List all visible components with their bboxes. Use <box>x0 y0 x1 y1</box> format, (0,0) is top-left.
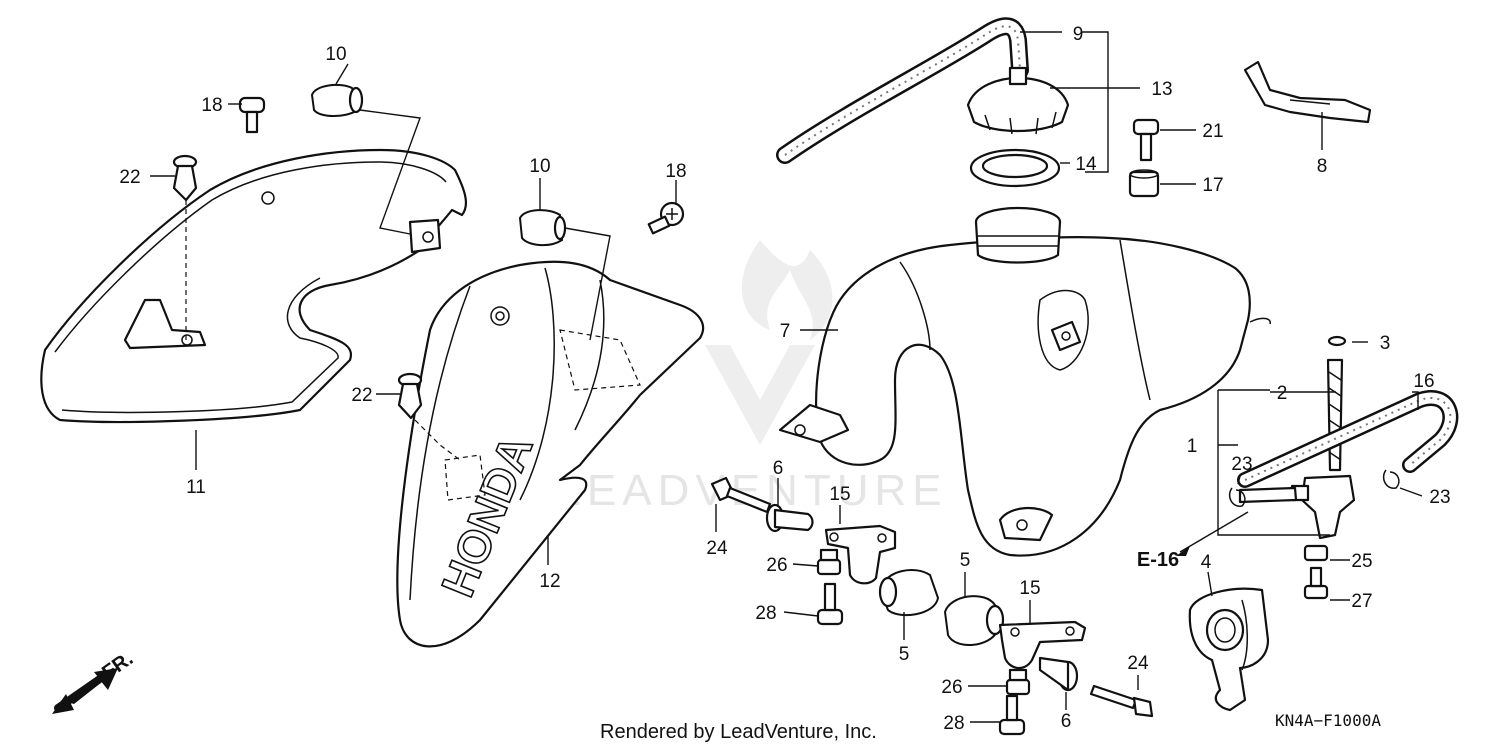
callout-labels: 9 13 14 21 17 8 10 18 22 11 10 18 22 12 … <box>119 24 1450 734</box>
callout-5-left: 5 <box>899 644 910 665</box>
part-8-band[interactable] <box>1243 60 1372 124</box>
part-6-collar-lower[interactable] <box>1038 656 1079 692</box>
callout-12: 12 <box>539 571 560 592</box>
part-24-bolt-upper[interactable] <box>710 476 772 514</box>
part-5-cushion-right[interactable] <box>943 595 1005 647</box>
callout-18-upper: 18 <box>201 95 222 116</box>
callout-23-right: 23 <box>1429 487 1450 508</box>
callout-28-upper: 28 <box>755 603 776 624</box>
callout-15-upper: 15 <box>829 484 850 505</box>
callout-6-lower: 6 <box>1061 711 1072 732</box>
callout-5-right: 5 <box>960 550 971 571</box>
mount-guide-lines <box>185 31 1330 556</box>
part-28-bolt-upper[interactable] <box>816 582 844 626</box>
part-27-bolt[interactable] <box>1303 566 1329 600</box>
callout-22-upper: 22 <box>119 167 140 188</box>
callout-6-upper: 6 <box>773 458 784 479</box>
reference-e16: E-16 <box>1137 549 1179 571</box>
part-5-cushion-left[interactable] <box>878 569 940 617</box>
callout-15-lower: 15 <box>1019 578 1040 599</box>
watermark-text: LEADVENTURE <box>556 466 947 515</box>
diagram-code: KN4A−F1000A <box>1275 711 1381 730</box>
callout-23-left: 23 <box>1231 454 1252 475</box>
callout-24-lower: 24 <box>1127 653 1149 674</box>
callout-9: 9 <box>1073 24 1084 45</box>
callout-14: 14 <box>1075 154 1097 175</box>
callout-17: 17 <box>1202 175 1223 196</box>
part-12-shroud[interactable]: HONDA <box>396 260 705 648</box>
callout-28-lower: 28 <box>943 713 964 734</box>
callout-18-lower: 18 <box>665 161 686 182</box>
callout-7: 7 <box>780 321 791 342</box>
callout-1: 1 <box>1187 436 1198 457</box>
front-direction-arrow: FR. <box>52 648 137 714</box>
callout-26-upper: 26 <box>766 555 787 576</box>
part-2-strainer[interactable] <box>1326 358 1344 472</box>
callout-26-lower: 26 <box>941 677 962 698</box>
callout-2: 2 <box>1277 383 1288 404</box>
part-1-fuel-valve[interactable] <box>1238 474 1356 540</box>
callout-25: 25 <box>1351 551 1372 572</box>
part-9-breather-tube[interactable] <box>776 17 1029 164</box>
watermark: LEADVENTURE <box>556 240 947 515</box>
part-23-clip-right[interactable] <box>1382 469 1400 489</box>
part-26-nut-lower[interactable] <box>1005 668 1031 696</box>
part-3-o-ring[interactable] <box>1327 335 1347 347</box>
part-26-nut-upper[interactable] <box>816 548 842 576</box>
part-23-clip-left[interactable] <box>1228 487 1246 507</box>
leader-lines <box>150 31 1423 723</box>
part-6-collar-upper[interactable] <box>765 503 814 533</box>
part-22-clip-lower[interactable] <box>397 372 423 420</box>
part-10-grommet-lower[interactable] <box>518 209 567 246</box>
part-10-grommet-upper[interactable] <box>310 83 364 117</box>
part-24-bolt-lower[interactable] <box>1089 684 1154 718</box>
callout-22-lower: 22 <box>351 385 372 406</box>
callout-21: 21 <box>1202 121 1223 142</box>
callout-8: 8 <box>1317 156 1328 177</box>
callout-16: 16 <box>1413 371 1434 392</box>
callout-24-upper: 24 <box>706 538 728 559</box>
callout-10-upper: 10 <box>325 44 346 65</box>
callout-11: 11 <box>186 477 206 498</box>
part-28-bolt-lower[interactable] <box>998 694 1026 736</box>
part-15-bracket-right[interactable] <box>998 620 1087 670</box>
part-22-clip-upper[interactable] <box>172 154 198 202</box>
callout-13: 13 <box>1151 79 1172 100</box>
part-15-bracket-left[interactable] <box>824 524 897 585</box>
part-11-side-cover[interactable] <box>40 148 468 424</box>
callout-4: 4 <box>1201 552 1212 573</box>
part-17-collar[interactable] <box>1128 169 1160 198</box>
part-14-gasket[interactable] <box>969 148 1061 188</box>
part-13-fuel-cap[interactable] <box>966 66 1070 135</box>
part-16-fuel-hose[interactable] <box>1237 390 1459 488</box>
part-18-screw-lower[interactable] <box>647 201 685 235</box>
part-4-valve-cover[interactable] <box>1188 587 1270 712</box>
credit-text: Rendered by LeadVenture, Inc. <box>600 721 877 743</box>
part-21-bolt[interactable] <box>1132 118 1160 162</box>
part-7-fuel-tank[interactable] <box>778 206 1271 557</box>
part-25-washer[interactable] <box>1303 544 1329 562</box>
callout-10-lower: 10 <box>529 156 550 177</box>
callout-27: 27 <box>1351 591 1372 612</box>
part-18-screw-upper[interactable] <box>238 96 266 134</box>
callout-3: 3 <box>1380 333 1391 354</box>
